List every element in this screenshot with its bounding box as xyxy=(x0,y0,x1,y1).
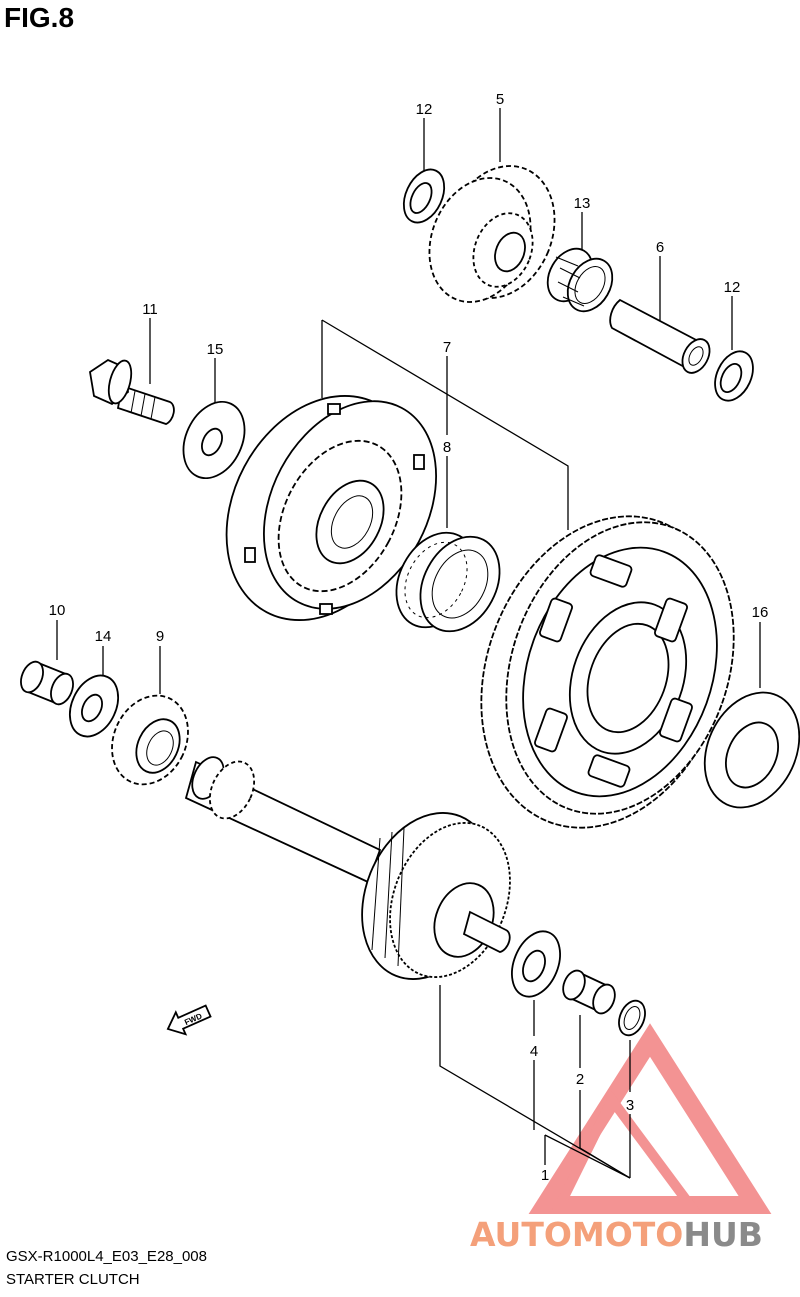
watermark-triangle-logo xyxy=(528,1023,772,1214)
part-6-idle-gear-shaft[interactable] xyxy=(609,298,715,378)
part-number-p7[interactable]: 7 xyxy=(443,339,451,356)
figure-title: FIG.8 xyxy=(4,2,75,33)
part-5-starter-idle-gear[interactable] xyxy=(412,149,574,317)
part-11-bolt[interactable] xyxy=(89,358,175,425)
part-number-p1[interactable]: 1 xyxy=(541,1167,549,1184)
part-number-p5[interactable]: 5 xyxy=(496,91,504,108)
watermark-brand: AUTOMOTOHUB xyxy=(470,1215,763,1254)
part-number-p9[interactable]: 9 xyxy=(156,628,164,645)
part-8-needle-bearing[interactable] xyxy=(381,519,516,645)
watermark-brand-part2: HUB xyxy=(683,1215,763,1254)
part-number-p12b[interactable]: 12 xyxy=(724,279,741,296)
part-number-p10[interactable]: 10 xyxy=(49,602,66,619)
part-number-p3[interactable]: 3 xyxy=(626,1097,634,1114)
part-number-p12a[interactable]: 12 xyxy=(416,101,433,118)
svg-text:AUTOMOTOHUB: AUTOMOTOHUB xyxy=(470,1215,763,1254)
watermark-brand-part1: AUTOMOTO xyxy=(470,1215,683,1254)
part-3-circlip[interactable] xyxy=(614,997,650,1039)
part-number-p2[interactable]: 2 xyxy=(576,1071,584,1088)
part-number-p15[interactable]: 15 xyxy=(207,341,224,358)
part-12-thrust-washer-top[interactable] xyxy=(396,163,452,229)
part-number-p4[interactable]: 4 xyxy=(530,1043,538,1060)
part-number-p14[interactable]: 14 xyxy=(95,628,112,645)
part-2-bushing[interactable] xyxy=(559,967,619,1016)
leader-lines xyxy=(56,108,761,1179)
part-14-washer[interactable] xyxy=(61,668,128,745)
part-12-thrust-washer-right[interactable] xyxy=(708,345,761,406)
model-code: GSX-R1000L4_E03_E28_008 xyxy=(6,1248,207,1265)
part-16-starter-driven-gear[interactable] xyxy=(439,481,800,862)
part-4-washer[interactable] xyxy=(503,924,569,1004)
part-number-p16[interactable]: 16 xyxy=(752,604,769,621)
part-15-washer[interactable] xyxy=(172,392,257,488)
part-7-starter-clutch-assembly[interactable] xyxy=(189,362,471,653)
part-number-p6[interactable]: 6 xyxy=(656,239,664,256)
part-9-starter-gear[interactable] xyxy=(98,683,202,797)
fwd-direction-arrow: FWD xyxy=(166,1004,212,1036)
crankshaft-assembly xyxy=(184,756,511,980)
part-number-p11[interactable]: 11 xyxy=(142,301,158,318)
part-number-p13[interactable]: 13 xyxy=(574,195,591,212)
section-name: STARTER CLUTCH xyxy=(6,1271,140,1288)
part-10-bushing[interactable] xyxy=(17,658,78,707)
part-13-needle-bearing[interactable] xyxy=(539,241,622,319)
part-number-p8[interactable]: 8 xyxy=(443,439,451,456)
